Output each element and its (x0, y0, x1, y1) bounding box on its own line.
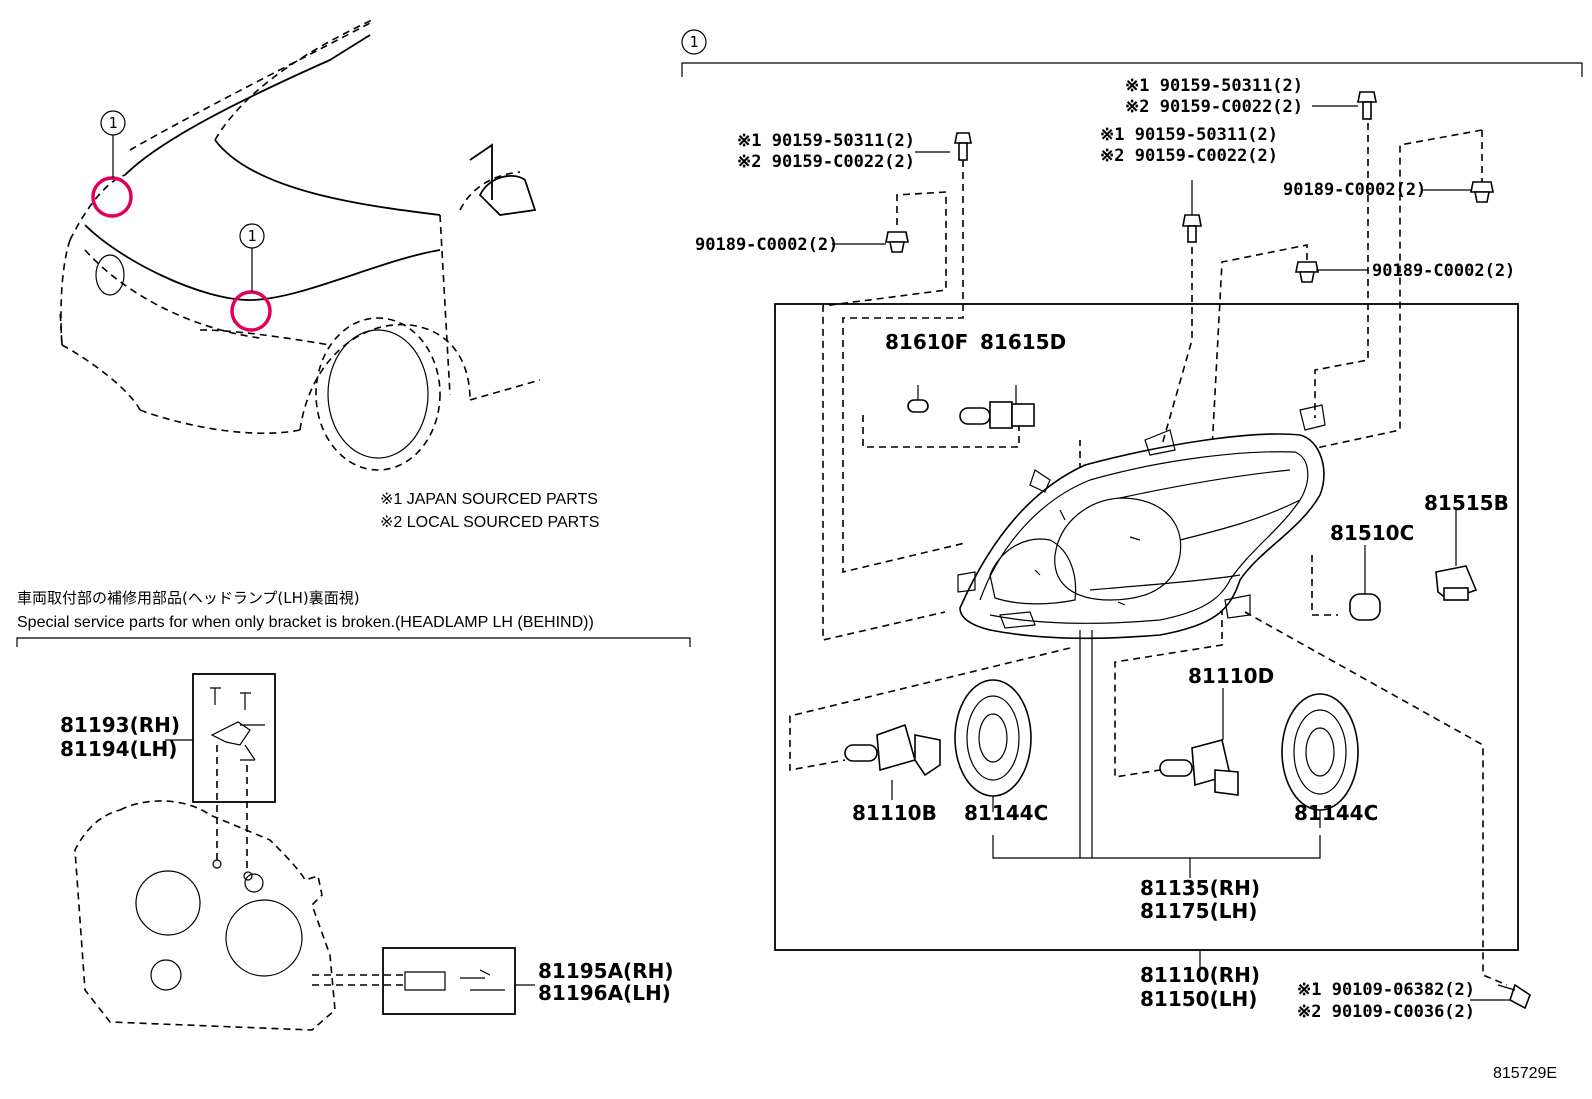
svg-text:1: 1 (689, 33, 698, 51)
label-81196a: 81196A(LH) (538, 981, 671, 1005)
label-screw-jp: ※1 90109-06382(2) (1297, 980, 1475, 1000)
label-bolt-left-local: ※2 90159-C0022(2) (737, 152, 915, 172)
label-screw-local: ※2 90109-C0036(2) (1297, 1002, 1475, 1022)
label-81110b: 81110B (852, 801, 937, 825)
bulb-81110b (844, 723, 941, 800)
headlamp-assembly-frame (774, 303, 1519, 951)
svg-text:1: 1 (247, 227, 256, 245)
bulb-81510c (1349, 545, 1381, 621)
headlamp-unit (957, 404, 1326, 640)
label-bolt-top-local: ※2 90159-C0022(2) (1125, 97, 1303, 117)
socket-81515b (1435, 510, 1478, 601)
note-local-sourced: ※2 LOCAL SOURCED PARTS (380, 514, 599, 531)
label-81144c-left: 81144C (964, 801, 1048, 825)
car-front-illustration: 1 1 (59, 19, 541, 471)
label-81144c-right: 81144C (1294, 801, 1378, 825)
leader-lines (789, 111, 1508, 986)
svg-text:1: 1 (108, 114, 117, 132)
label-81610f: 81610F (885, 330, 968, 354)
lens-81144c-right (1281, 693, 1359, 828)
lens-81144c-left (954, 679, 1032, 812)
headlamp-back-view (74, 800, 336, 1031)
circled-number-marker: 1 (100, 110, 126, 136)
bulb-81610f (907, 385, 929, 413)
bolt-icon (954, 132, 972, 161)
bulb-81110d (1159, 688, 1239, 796)
screw-icon (1497, 983, 1531, 1010)
clip-icon (1295, 261, 1319, 283)
headlamp-location-marker-lh (230, 290, 272, 332)
label-81194: 81194(LH) (60, 737, 177, 761)
bulb-81615d (959, 385, 1035, 429)
label-81135: 81135(RH) (1140, 876, 1260, 900)
figure-id: 815729E (1493, 1065, 1557, 1082)
circled-number-marker: 1 (239, 223, 265, 249)
clip-icon (1470, 181, 1494, 203)
headlamp-location-marker-rh (91, 176, 133, 218)
label-81110d: 81110D (1188, 664, 1274, 688)
label-clip-right-top: 90189-C0002(2) (1283, 180, 1426, 200)
label-bolt-top-jp: ※1 90159-50311(2) (1125, 76, 1303, 96)
label-bolt-left-jp: ※1 90159-50311(2) (737, 131, 915, 151)
label-clip-right-mid: 90189-C0002(2) (1372, 261, 1515, 281)
label-81175: 81175(LH) (1140, 899, 1257, 923)
label-81515b: 81515B (1424, 491, 1509, 515)
label-81615d: 81615D (980, 330, 1066, 354)
special-parts-title-jp: 車両取付部の補修用部品(ヘッドランプ(LH)裏面視) (17, 589, 360, 607)
label-81195a: 81195A(RH) (538, 959, 673, 983)
note-japan-sourced: ※1 JAPAN SOURCED PARTS (380, 491, 598, 508)
bolt-icon (1357, 91, 1377, 120)
special-parts-title-en: Special service parts for when only brac… (17, 614, 594, 631)
label-clip-left: 90189-C0002(2) (695, 235, 838, 255)
label-81510c: 81510C (1330, 521, 1414, 545)
bracket-kit-box-lower (312, 947, 516, 1015)
label-81150: 81150(LH) (1140, 987, 1257, 1011)
label-bolt-mid-local: ※2 90159-C0022(2) (1100, 146, 1278, 166)
label-bolt-mid-jp: ※1 90159-50311(2) (1100, 125, 1278, 145)
clip-icon (885, 231, 909, 253)
bolt-icon (1182, 214, 1202, 243)
circled-number-marker: 1 (681, 29, 707, 55)
label-81193: 81193(RH) (60, 713, 180, 737)
label-81110: 81110(RH) (1140, 963, 1260, 987)
bracket-kit-box-upper (192, 673, 276, 870)
